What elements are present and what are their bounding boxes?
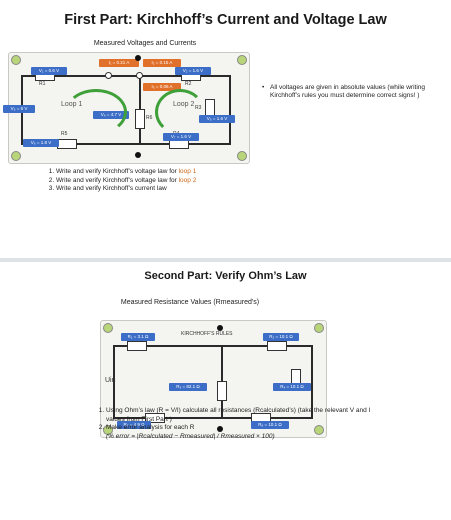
resistor-label: R5 bbox=[61, 131, 68, 137]
task-text: Write and verify Kirchhoff’s current law bbox=[56, 185, 167, 192]
board-dot bbox=[135, 55, 141, 61]
resistor-r5 bbox=[57, 139, 77, 149]
board-corner bbox=[103, 425, 113, 435]
task-highlight: loop 1 bbox=[178, 168, 197, 175]
vin-label: Uin bbox=[105, 377, 116, 384]
part-one-subtitle: Measured Voltages and Currents bbox=[93, 40, 197, 47]
wire-top bbox=[21, 75, 231, 77]
resistor-r5 bbox=[145, 413, 165, 423]
task-text: Using Ohm’s law (R = V/I) calculate all … bbox=[106, 407, 371, 423]
task-item: Write and verify Kirchhoff’s voltage law… bbox=[56, 168, 276, 177]
part-one-tasks: Write and verify Kirchhoff’s voltage law… bbox=[46, 168, 276, 194]
board-corner bbox=[237, 55, 247, 65]
task-item: Write and verify Kirchhoff’s voltage law… bbox=[56, 177, 276, 186]
slide-part-two: Second Part: Verify Ohm’s Law Measured R… bbox=[0, 262, 451, 520]
task-item: Write and verify Kirchhoff’s current law bbox=[56, 185, 276, 194]
junction-circle bbox=[105, 72, 112, 79]
note-absolute-values: • All voltages are given in absolute val… bbox=[262, 84, 444, 100]
slide-part-one: First Part: Kirchhoff’s Current and Volt… bbox=[0, 0, 451, 260]
wire-bottom bbox=[21, 143, 231, 145]
circuit-board-voltages: R1 R2 R3 R4 R5 R6 V₁ = 0.6 V V₂ = 1.6 V … bbox=[3, 52, 250, 164]
board-corner bbox=[11, 151, 21, 161]
current-label-i1: I₁ = 0.21 A bbox=[99, 59, 139, 67]
resistor-label: R2 bbox=[185, 81, 192, 87]
voltage-label-v7: V₇ = 1.6 V bbox=[163, 133, 199, 141]
part-two-title: Second Part: Verify Ohm’s Law bbox=[144, 270, 307, 282]
loop-one-arrow bbox=[65, 89, 127, 135]
board-dot bbox=[217, 325, 223, 331]
resistor-label: R1 bbox=[39, 81, 46, 87]
voltage-label-v1: V₁ = 0.6 V bbox=[31, 67, 67, 75]
part-two-subtitle: Measured Resistance Values (Rmeasured’s) bbox=[120, 299, 260, 306]
voltage-label-v2: V₂ = 1.6 V bbox=[175, 67, 211, 75]
wire-right bbox=[311, 345, 313, 419]
resistor-r1 bbox=[127, 341, 147, 351]
board-corner bbox=[11, 55, 21, 65]
voltage-label-v6: V₆ = 1.8 V bbox=[23, 139, 59, 147]
resistor-r2 bbox=[267, 341, 287, 351]
slide-separator bbox=[0, 258, 451, 264]
error-formula: (% error = |Rcalculated − Rmeasured| / R… bbox=[106, 432, 275, 440]
wire-top bbox=[113, 345, 313, 347]
board-corner bbox=[103, 323, 113, 333]
current-label-i2: I₂ = 0.15 A bbox=[143, 59, 181, 67]
board-corner bbox=[314, 323, 324, 333]
board-corner bbox=[314, 425, 324, 435]
wire-left bbox=[113, 345, 115, 419]
wire-right bbox=[229, 75, 231, 145]
resistor-label: R6 bbox=[146, 115, 153, 121]
board-corner bbox=[237, 151, 247, 161]
task-item: Make error analysis for each R(% error =… bbox=[106, 424, 376, 441]
circuit-board-resistances: KIRCHHOFF'S RULES Uin R₁ = 3.1 Ω R₂ = 10… bbox=[100, 320, 327, 438]
note-text: All voltages are given in absolute value… bbox=[270, 84, 425, 99]
board-header-text: KIRCHHOFF'S RULES bbox=[181, 331, 233, 337]
resistance-label-r2: R₂ = 10.1 Ω bbox=[263, 333, 299, 341]
resistor-r6 bbox=[217, 381, 227, 401]
junction-circle bbox=[136, 72, 143, 79]
resistance-label-r1: R₁ = 3.1 Ω bbox=[121, 333, 155, 341]
resistance-label-r6: R₆ = 10.1 Ω bbox=[251, 421, 289, 429]
loop-two-arrow bbox=[155, 89, 205, 135]
task-highlight: loop 2 bbox=[178, 176, 197, 184]
resistance-label-r5: R₅ = 4.9 Ω bbox=[117, 421, 151, 429]
task-text: Write and verify Kirchhoff’s voltage law… bbox=[56, 176, 179, 184]
bullet-icon: • bbox=[262, 84, 265, 91]
part-two-tasks: Using Ohm’s law (R = V/I) calculate all … bbox=[96, 407, 376, 441]
task-text: Write and verify Kirchhoff’s voltage law… bbox=[56, 168, 179, 175]
resistor-r6 bbox=[135, 109, 145, 129]
voltage-label-v3: V₃ = 6 V bbox=[3, 105, 35, 113]
loop-two-label: Loop 2 bbox=[173, 101, 195, 108]
wire-bottom bbox=[113, 417, 313, 419]
current-label-i3: I₃ = 0.06 A bbox=[143, 83, 181, 91]
board-dot bbox=[135, 152, 141, 158]
resistance-label-r3: R₃ = 82.1 Ω bbox=[169, 383, 207, 391]
task-text: Make error analysis for each R bbox=[106, 424, 195, 431]
voltage-label-v5: V₅ = 1.6 V bbox=[199, 115, 235, 123]
loop-one-label: Loop 1 bbox=[61, 101, 83, 108]
board-dot bbox=[217, 426, 223, 432]
resistance-label-r4: R₄ = 10.1 Ω bbox=[273, 383, 311, 391]
task-item: Using Ohm’s law (R = V/I) calculate all … bbox=[106, 407, 376, 424]
part-one-title: First Part: Kirchhoff’s Current and Volt… bbox=[64, 12, 387, 28]
